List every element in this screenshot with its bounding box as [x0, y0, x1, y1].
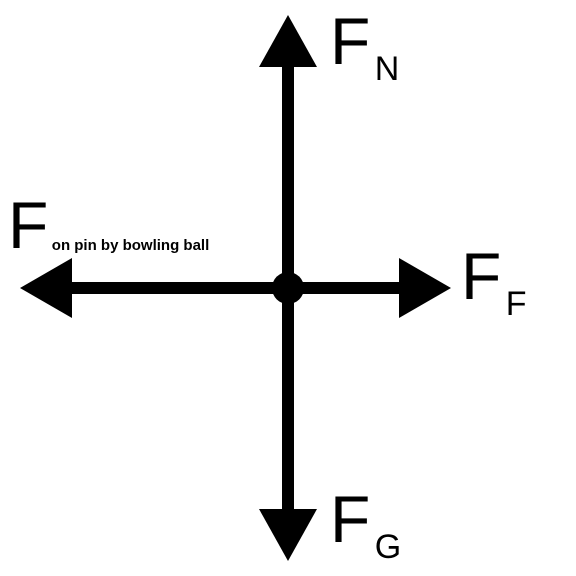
applied-force-symbol: F [8, 188, 48, 262]
gravity-force-label: F G [330, 482, 401, 566]
normal-force-arrowhead [259, 15, 317, 67]
normal-force-symbol: F [330, 4, 370, 78]
normal-force-label: F N [330, 4, 399, 88]
applied-force-subscript: on pin by bowling ball [52, 237, 210, 254]
applied-force-arrowhead [20, 258, 72, 318]
gravity-force-arrowhead [259, 509, 317, 561]
gravity-force-subscript: G [375, 528, 401, 566]
friction-force-symbol: F [461, 239, 501, 313]
gravity-force-symbol: F [330, 482, 370, 556]
normal-force-subscript: N [375, 50, 400, 88]
friction-force-arrowhead [399, 258, 451, 318]
friction-force-subscript: F [506, 285, 527, 323]
friction-force-label: F F [461, 239, 527, 323]
object-center-dot [272, 272, 304, 304]
applied-force-label: F on pin by bowling ball [8, 188, 209, 262]
